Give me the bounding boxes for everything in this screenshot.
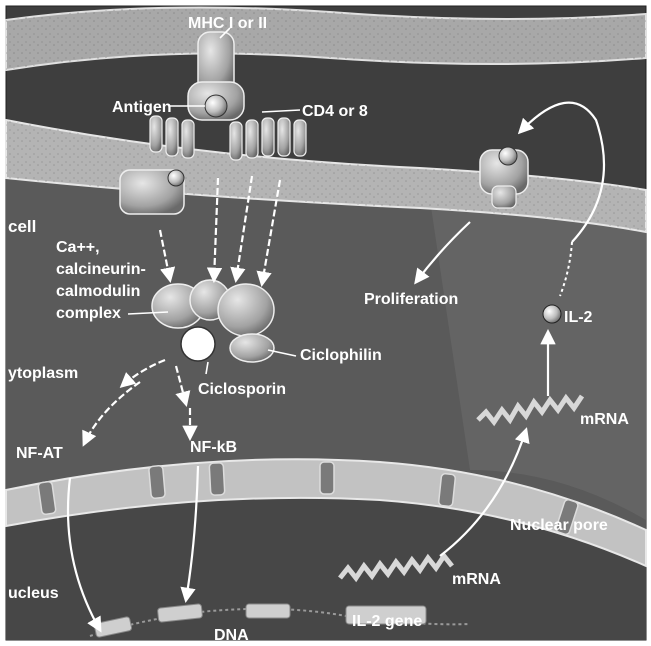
label-proliferation: Proliferation	[364, 291, 458, 308]
label-ciclophilin: Ciclophilin	[300, 347, 382, 364]
label-ca-line3: calmodulin	[56, 283, 140, 300]
label-nucleus: ucleus	[8, 585, 59, 602]
membrane-channel	[120, 170, 184, 214]
label-mrna-bottom: mRNA	[452, 571, 501, 588]
ciclosporin-ball	[181, 327, 215, 361]
label-il2: IL-2	[564, 309, 593, 326]
label-nfkb: NF-kB	[190, 439, 237, 456]
label-cytoplasm: ytoplasm	[8, 365, 78, 382]
antigen-ball	[205, 95, 227, 117]
label-ca-line4: complex	[56, 305, 121, 322]
label-mhc: MHC I or II	[188, 15, 267, 32]
ciclophilin-blob	[230, 334, 274, 362]
label-ca-line2: calcineurin-	[56, 261, 146, 278]
label-cell: cell	[8, 217, 36, 236]
label-ca-line1: Ca++,	[56, 239, 100, 256]
label-nfat: NF-AT	[16, 445, 63, 462]
label-ciclosporin: Ciclosporin	[198, 381, 286, 398]
label-antigen: Antigen	[112, 99, 172, 116]
label-dna: DNA	[214, 627, 249, 644]
il2-ball	[543, 305, 561, 323]
label-nuclear-pore: Nuclear pore	[510, 517, 608, 534]
label-cd: CD4 or 8	[302, 103, 368, 120]
label-mrna-top: mRNA	[580, 411, 629, 428]
label-il2-gene: IL-2 gene	[352, 613, 422, 630]
